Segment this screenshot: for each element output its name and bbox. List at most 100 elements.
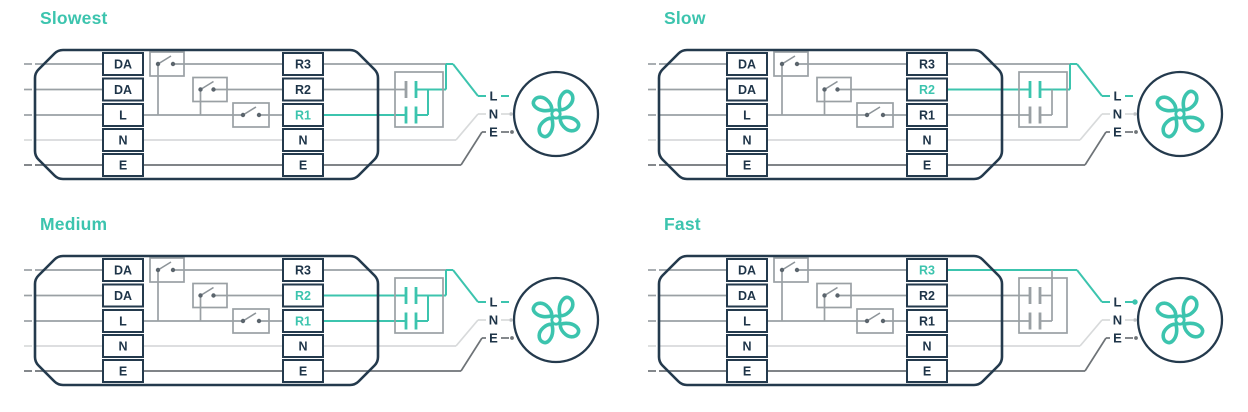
relay-switches: [149, 51, 270, 128]
svg-text:E: E: [743, 365, 751, 379]
capacitor-box: [394, 277, 444, 334]
device-outline: [657, 254, 1004, 387]
svg-text:N: N: [298, 134, 307, 148]
device-outline: [33, 48, 380, 181]
svg-text:E: E: [1113, 331, 1122, 346]
fan-terminal-labels: LNE: [1113, 89, 1138, 140]
svg-text:DA: DA: [114, 289, 132, 303]
svg-text:DA: DA: [738, 289, 756, 303]
svg-text:E: E: [923, 365, 931, 379]
svg-text:N: N: [1113, 107, 1122, 122]
fan-terminal-labels: LNE: [489, 89, 514, 140]
wires: [24, 269, 509, 372]
fan-blades-icon: [1155, 89, 1205, 139]
live-junction-dot: [1132, 299, 1138, 305]
panel-title-fast: Fast: [664, 214, 701, 234]
panel-title-slow: Slow: [664, 8, 706, 28]
svg-text:L: L: [490, 295, 498, 310]
fan-motor: [512, 276, 600, 364]
svg-text:R3: R3: [919, 58, 935, 72]
svg-text:L: L: [1114, 89, 1122, 104]
wires: [648, 63, 1133, 166]
svg-text:L: L: [490, 89, 498, 104]
svg-text:N: N: [489, 107, 498, 122]
svg-text:E: E: [923, 159, 931, 173]
capacitor-box: [394, 71, 444, 128]
svg-text:L: L: [119, 315, 127, 329]
fan-blades-icon: [531, 89, 581, 139]
svg-text:DA: DA: [738, 83, 756, 97]
wires: [648, 269, 1133, 372]
left-terminals: DA DA LNE: [102, 52, 144, 177]
svg-text:DA: DA: [114, 264, 132, 278]
left-terminals: DA DA LNE: [102, 258, 144, 383]
fan-blades-icon: [1155, 295, 1205, 345]
svg-text:N: N: [118, 134, 127, 148]
panel-title-slowest: Slowest: [40, 8, 108, 28]
svg-text:E: E: [119, 159, 127, 173]
svg-text:N: N: [742, 134, 751, 148]
svg-text:L: L: [743, 315, 751, 329]
wires: [24, 63, 509, 166]
svg-text:E: E: [743, 159, 751, 173]
fan-motor: [512, 70, 600, 158]
device-outline: [33, 254, 380, 387]
svg-text:DA: DA: [738, 58, 756, 72]
svg-text:R2: R2: [919, 289, 935, 303]
svg-text:R3: R3: [295, 58, 311, 72]
svg-text:N: N: [298, 340, 307, 354]
svg-text:DA: DA: [738, 264, 756, 278]
svg-text:R1: R1: [919, 109, 935, 123]
fan-blades-icon: [531, 295, 581, 345]
fan-motor: [1136, 276, 1224, 364]
svg-text:E: E: [489, 125, 498, 140]
fan-terminal-labels: LNE: [489, 295, 514, 346]
svg-text:R1: R1: [295, 109, 311, 123]
svg-text:L: L: [119, 109, 127, 123]
svg-text:N: N: [1113, 313, 1122, 328]
capacitor-box: [1018, 277, 1068, 334]
relay-switches: [773, 51, 894, 128]
relay-switches: [773, 257, 894, 334]
panel-title-medium: Medium: [40, 214, 108, 234]
svg-text:R2: R2: [295, 83, 311, 97]
svg-text:E: E: [299, 159, 307, 173]
svg-text:E: E: [1113, 125, 1122, 140]
svg-text:N: N: [118, 340, 127, 354]
svg-text:E: E: [119, 365, 127, 379]
fan-terminal-labels: LNE: [1113, 295, 1138, 346]
svg-text:E: E: [489, 331, 498, 346]
device-outline: [657, 48, 1004, 181]
svg-text:N: N: [489, 313, 498, 328]
relay-switches: [149, 257, 270, 334]
svg-text:E: E: [299, 365, 307, 379]
svg-text:R3: R3: [919, 264, 935, 278]
svg-text:DA: DA: [114, 83, 132, 97]
left-terminals: DA DA LNE: [726, 258, 768, 383]
svg-text:DA: DA: [114, 58, 132, 72]
svg-text:N: N: [742, 340, 751, 354]
capacitor-box: [1018, 71, 1068, 128]
svg-text:R1: R1: [919, 315, 935, 329]
svg-text:R1: R1: [295, 315, 311, 329]
fan-motor: [1136, 70, 1224, 158]
svg-text:R3: R3: [295, 264, 311, 278]
